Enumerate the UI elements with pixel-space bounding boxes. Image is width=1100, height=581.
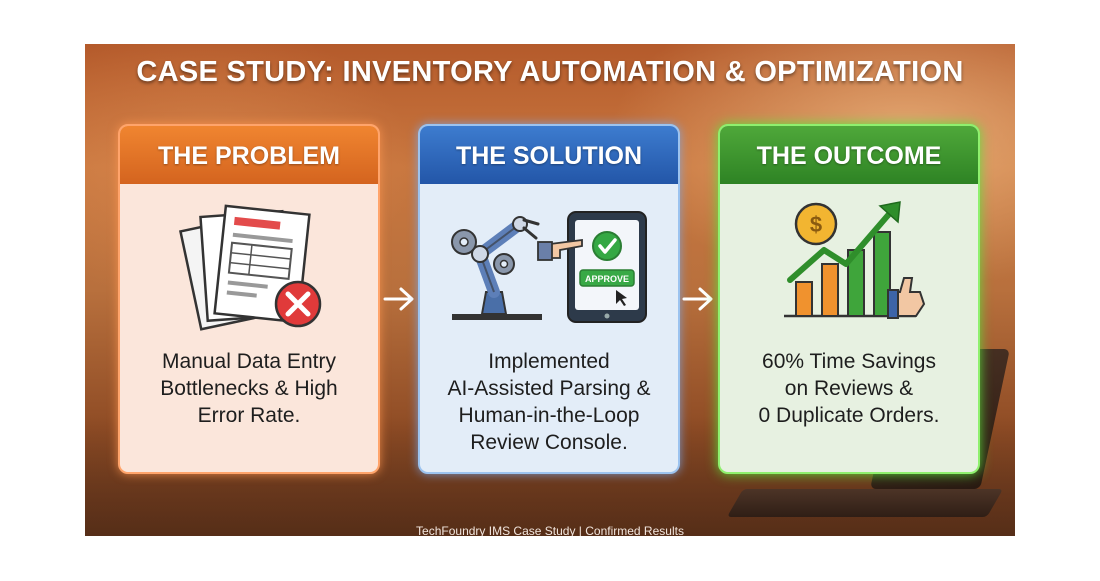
solution-heading: THE SOLUTION — [420, 126, 678, 184]
solution-description: Implemented AI-Assisted Parsing & Human-… — [447, 350, 651, 454]
arrow-right-icon — [383, 284, 417, 314]
outcome-heading: THE OUTCOME — [720, 126, 978, 184]
robot-arm-tablet-icon: APPROVE — [420, 194, 678, 334]
growth-chart-icon: $ — [720, 194, 978, 334]
slide: CASE STUDY: INVENTORY AUTOMATION & OPTIM… — [85, 44, 1015, 536]
error-documents-icon — [120, 194, 378, 334]
arrow-right-icon — [682, 284, 716, 314]
approve-button-label: APPROVE — [585, 274, 629, 284]
problem-description: Manual Data Entry Bottlenecks & High Err… — [160, 350, 338, 427]
solution-card: THE SOLUTION — [418, 124, 680, 474]
laptop-base-background — [726, 489, 1004, 517]
slide-title: CASE STUDY: INVENTORY AUTOMATION & OPTIM… — [136, 56, 964, 88]
outcome-card: THE OUTCOME $ 60% Time Savings on Review… — [718, 124, 980, 474]
problem-card: THE PROBLEM — [118, 124, 380, 474]
outcome-description: 60% Time Savings on Reviews & 0 Duplicat… — [758, 350, 940, 427]
footer-caption: TechFoundry IMS Case Study | Confirmed R… — [416, 524, 684, 536]
svg-text:$: $ — [810, 212, 822, 237]
problem-heading: THE PROBLEM — [120, 126, 378, 184]
